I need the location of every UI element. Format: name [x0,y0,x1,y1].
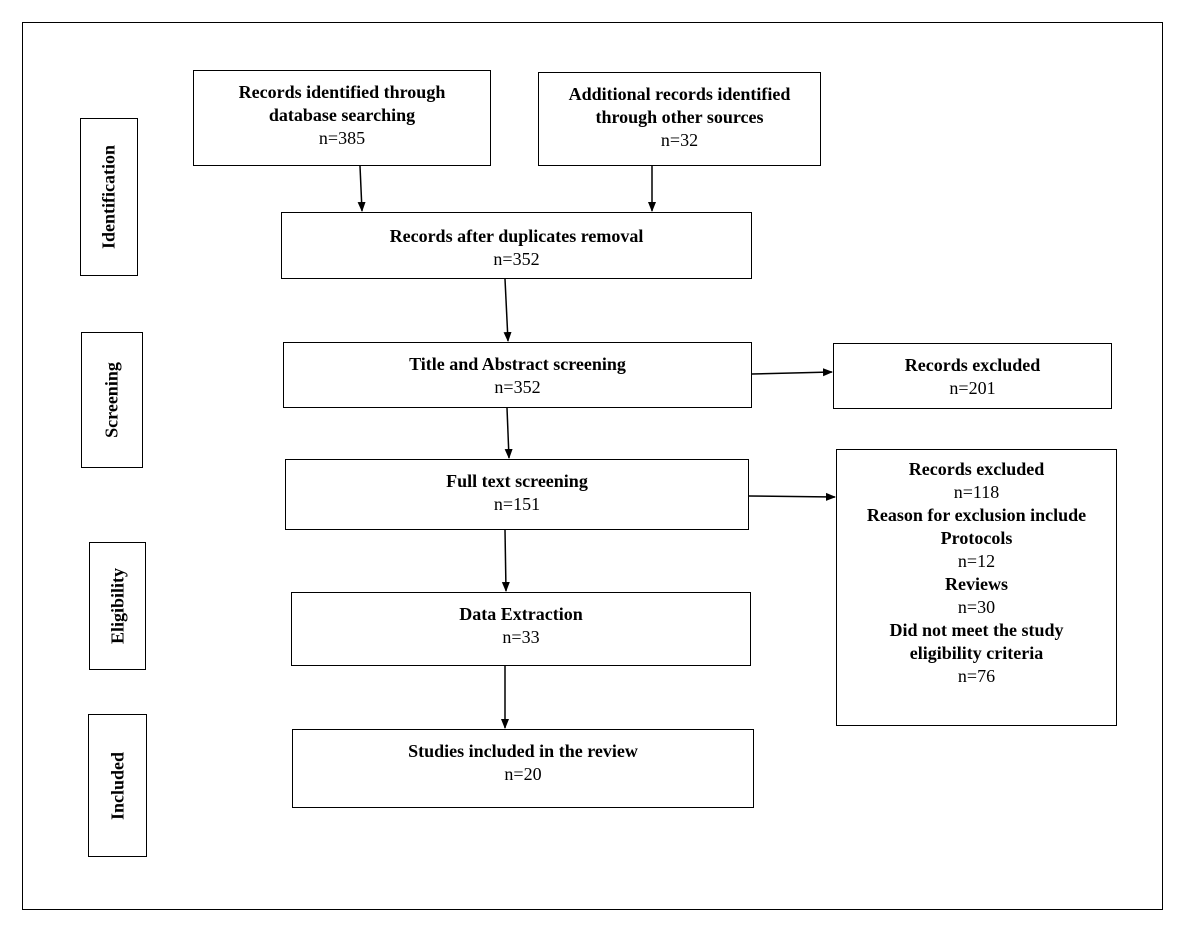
box-other-sources: Additional records identified through ot… [538,72,821,166]
stage-included: Included [88,714,147,857]
excluded2-title: Records excluded [908,459,1045,479]
extraction-title: Data Extraction [459,604,583,624]
arrow-title-abstract-to-fulltext [504,407,513,459]
stage-eligibility: Eligibility [89,542,146,670]
stage-screening: Screening [81,332,143,468]
included-count: n=20 [504,764,542,784]
arrow-fulltext-to-excluded2 [748,492,836,501]
box-records-excluded-1: Records excluded n=201 [833,343,1112,409]
excluded2-criteria-line2: eligibility criteria [909,643,1044,663]
other-title-line2: through other sources [595,107,764,127]
dedup-title: Records after duplicates removal [389,226,644,246]
arrow-dedup-to-title-abstract [503,278,512,342]
fulltext-title: Full text screening [446,471,588,491]
excluded2-criteria-line1: Did not meet the study [889,620,1064,640]
box-database-records: Records identified through database sear… [193,70,491,166]
excluded2-reviews: Reviews [945,574,1008,594]
excluded2-reason: Reason for exclusion include [866,505,1087,525]
diagram-frame [22,22,1163,910]
box-records-excluded-2: Records excluded n=118 Reason for exclus… [836,449,1117,726]
box-title-abstract-screening: Title and Abstract screening n=352 [283,342,752,408]
excluded2-criteria-count: n=76 [957,666,996,686]
excluded2-count: n=118 [953,482,1000,502]
box-studies-included: Studies included in the review n=20 [292,729,754,808]
database-count: n=385 [318,128,366,148]
excluded2-reviews-count: n=30 [957,597,996,617]
box-data-extraction: Data Extraction n=33 [291,592,751,666]
included-title: Studies included in the review [408,741,638,761]
other-title-line1: Additional records identified [568,84,791,104]
database-title-line2: database searching [268,105,416,125]
arrow-title-abstract-to-excluded1 [751,368,833,377]
dedup-count: n=352 [493,249,540,269]
stage-identification: Identification [80,118,138,276]
fulltext-count: n=151 [493,494,541,514]
arrow-database-to-dedup [357,165,366,212]
other-count: n=32 [660,130,699,150]
box-full-text-screening: Full text screening n=151 [285,459,749,530]
title-abstract-count: n=352 [494,377,541,397]
box-duplicates-removed: Records after duplicates removal n=352 [281,212,752,279]
title-abstract-title: Title and Abstract screening [409,354,626,374]
extraction-count: n=33 [502,627,540,647]
excluded1-title: Records excluded [904,355,1041,375]
arrow-fulltext-to-extraction [501,529,510,592]
excluded2-protocols: Protocols [940,528,1013,548]
excluded1-count: n=201 [949,378,996,398]
database-title-line1: Records identified through [238,82,446,102]
excluded2-protocols-count: n=12 [957,551,996,571]
